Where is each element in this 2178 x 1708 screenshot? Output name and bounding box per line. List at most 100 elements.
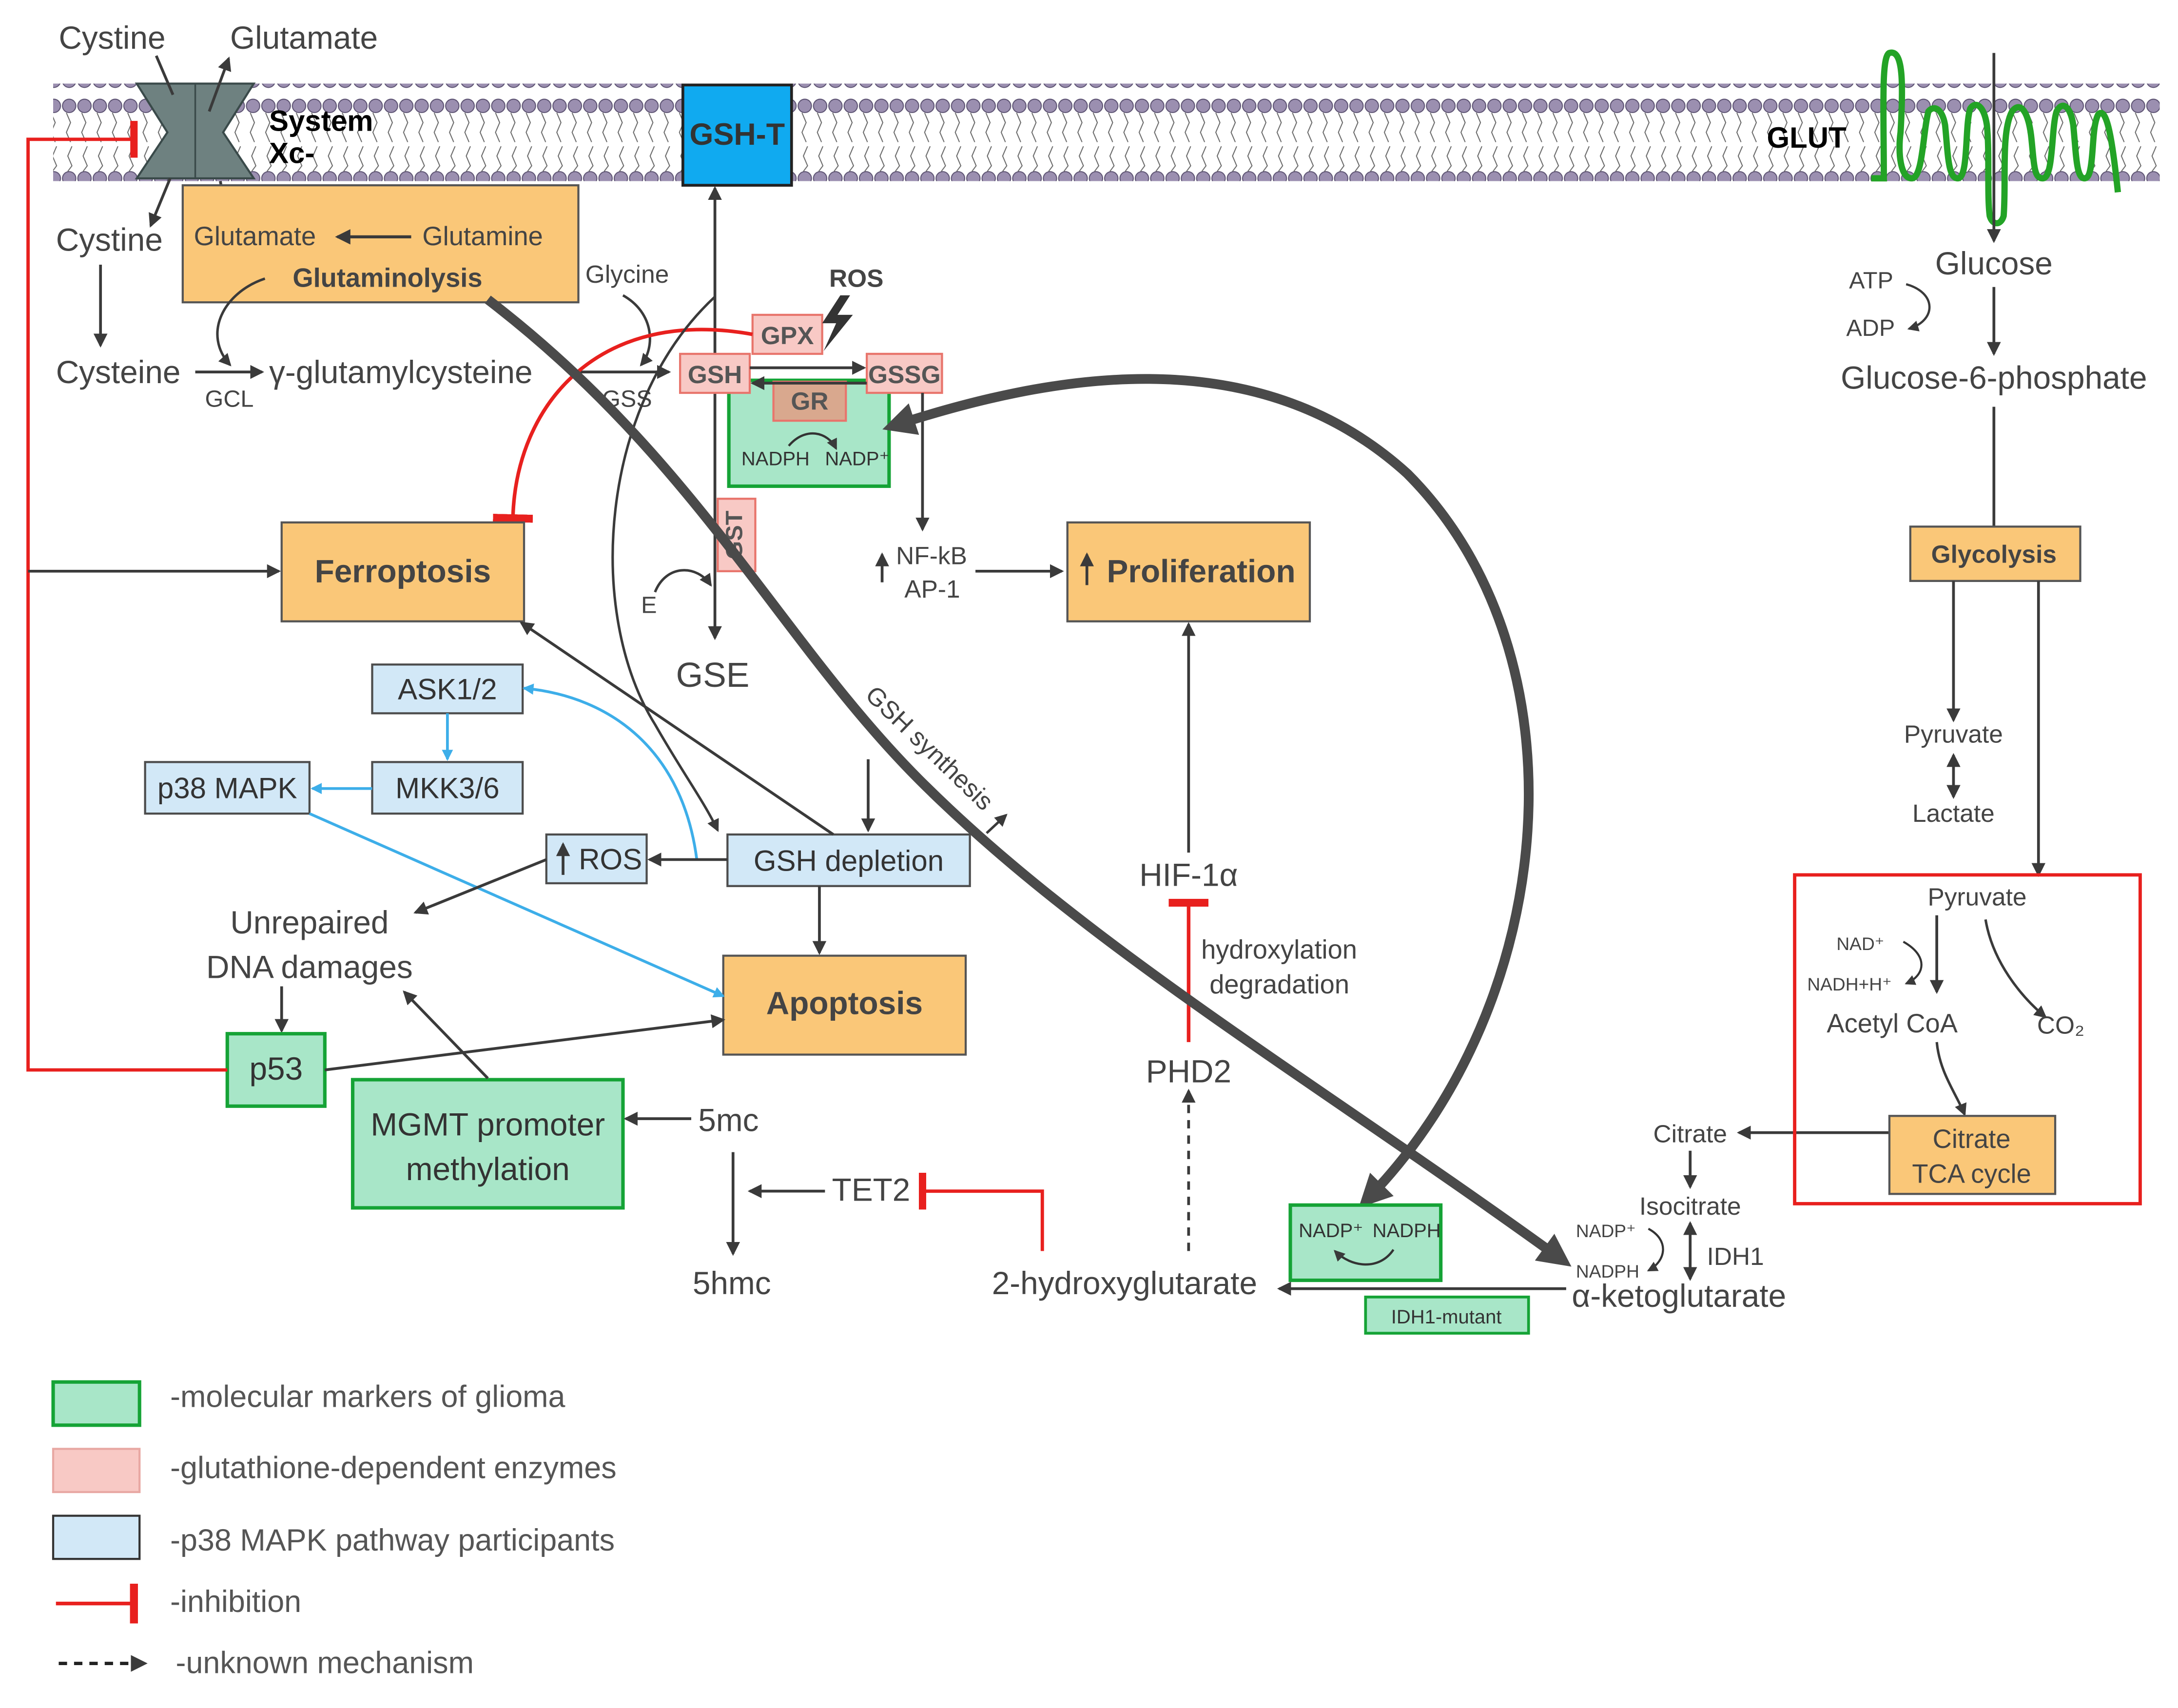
mutant-nadp-label: NADP⁺	[1299, 1220, 1363, 1242]
p38-mapk-label: p38 MAPK	[157, 772, 297, 805]
legend-p38-label: -p38 MAPK pathway participants	[170, 1523, 615, 1557]
atp-adp-arrow	[1906, 283, 1931, 331]
pyruvate-mito-label: Pyruvate	[1928, 883, 2027, 911]
gse-label: GSE	[676, 656, 750, 695]
p53-system-xc-inhibition	[26, 121, 228, 1072]
legend-enzymes-label: -glutathione-dependent enzymes	[170, 1451, 617, 1485]
idh1-mutant-box	[1364, 1296, 1530, 1335]
cystine-in-arrow	[149, 177, 172, 228]
nadph-recycling-big-arrow	[882, 374, 1534, 1208]
legend-unknown-label: -unknown mechanism	[176, 1646, 474, 1680]
cystine-extracellular: Cystine	[58, 19, 165, 56]
dna-damages-label: DNA damages	[206, 949, 413, 985]
ros-to-ask-arrow	[522, 683, 699, 860]
glutamate-label: Glutamate	[194, 221, 316, 251]
system-xc-label: System	[269, 105, 373, 137]
legend-p38-swatch	[52, 1514, 141, 1560]
citrate-tca-box	[1888, 1115, 2057, 1195]
p38-to-apoptosis-arrow	[309, 812, 725, 998]
mkk-label: MKK3/6	[395, 772, 499, 805]
pyruvate-cytosol-label: Pyruvate	[1904, 719, 2003, 748]
gsh-t-transporter	[681, 83, 793, 187]
gamma-glutamylcysteine-label: γ-glutamylcysteine	[269, 354, 533, 390]
tca-cycle-label: TCA cycle	[1912, 1159, 2031, 1189]
mitochondria-box	[1793, 873, 2142, 1205]
gsh-t-label: GSH-T	[690, 117, 785, 152]
lactate-label: Lactate	[1912, 799, 1995, 827]
pyruvate-to-co2-arrow	[1984, 919, 2047, 1018]
akg-label: α-ketoglutarate	[1572, 1278, 1786, 1314]
glycine-label: Glycine	[585, 260, 669, 288]
depletion-to-ferroptosis-arrow	[519, 621, 835, 836]
p53-to-apoptosis-arrow	[324, 1014, 726, 1071]
legend: -molecular markers of glioma -glutathion…	[51, 1380, 617, 1680]
system-xc-transporter	[135, 82, 256, 179]
idh1-nadph-label: NADPH	[1576, 1261, 1639, 1281]
ferroptosis-box	[280, 521, 525, 622]
hif1a-label: HIF-1α	[1139, 857, 1238, 893]
hydroxylation-label: hydroxylation	[1201, 934, 1357, 964]
apoptosis-label: Apoptosis	[766, 985, 923, 1021]
glutaminolysis-label: Glutaminolysis	[292, 263, 482, 293]
cell-membrane	[53, 83, 2160, 181]
legend-enzyme-swatch	[52, 1448, 141, 1494]
mgmt-box	[350, 1078, 625, 1210]
phd2-label: PHD2	[1146, 1053, 1231, 1089]
g6p-label: Glucose-6-phosphate	[1841, 359, 2147, 395]
idh1-label: IDH1	[1707, 1242, 1764, 1270]
isocitrate-label: Isocitrate	[1639, 1192, 1741, 1220]
2hg-tet2-inhibition	[918, 1172, 1044, 1251]
ap1-label: AP-1	[904, 575, 960, 603]
acetyl-coa-label: Acetyl CoA	[1827, 1009, 1958, 1038]
gpx-box	[751, 313, 823, 355]
proliferation-label: Proliferation	[1107, 553, 1296, 589]
electrophile-arrow	[654, 569, 712, 593]
glycolysis-box	[1909, 525, 2081, 582]
glycine-feed-arrow	[622, 294, 653, 367]
mgmt-to-dna-arrow	[403, 990, 489, 1080]
legend-marker-swatch	[51, 1380, 141, 1427]
legend-markers-label: -molecular markers of glioma	[170, 1380, 565, 1414]
glut-label: GLUT	[1767, 121, 1846, 154]
cysteine-label: Cysteine	[56, 354, 181, 390]
mutant-nadph-label: NADPH	[1373, 1220, 1441, 1242]
gsh-label: GSH	[688, 360, 742, 388]
nfkb-label: NF-kB	[896, 542, 967, 570]
atp-label: ATP	[1849, 268, 1893, 294]
nadh-label: NADH+H⁺	[1807, 974, 1891, 994]
akg-glutamate-big-arrow	[485, 295, 1572, 1267]
gr-label: GR	[791, 387, 828, 415]
glutamate-extracellular: Glutamate	[230, 19, 378, 56]
glutaminolysis-box	[181, 184, 580, 304]
glucose-label: Glucose	[1935, 245, 2053, 281]
2hg-label: 2-hydroxyglutarate	[992, 1265, 1257, 1301]
idh1-mutant-cofactor-box	[1288, 1203, 1443, 1282]
idh1-nadp-label: NADP⁺	[1576, 1221, 1636, 1241]
system-xc-label-2: Xc-	[269, 136, 314, 169]
citrate-label: Citrate	[1653, 1120, 1728, 1148]
gr-cofactor-arrow	[788, 432, 837, 450]
unrepaired-label: Unrepaired	[230, 904, 389, 940]
co2-label: CO₂	[2037, 1011, 2084, 1039]
p38-mapk-box	[144, 761, 311, 815]
gssg-label: GSSG	[868, 360, 941, 388]
gcl-label: GCL	[205, 386, 254, 412]
mkk-box	[371, 761, 524, 815]
glutamate-export-arrow	[208, 57, 232, 112]
mgmt-label: MGMT promoter	[370, 1106, 605, 1142]
mutant-cofactor-arrow	[1334, 1249, 1395, 1266]
cystine-intracellular: Cystine	[56, 221, 163, 257]
ask-label: ASK1/2	[398, 673, 497, 706]
gsh-box	[679, 352, 751, 394]
glycolysis-label: Glycolysis	[1931, 540, 2057, 568]
ask-box	[371, 663, 524, 715]
cystine-import-arrow	[155, 55, 175, 96]
5hmc-label: 5hmc	[693, 1265, 771, 1301]
gsh-synthesis-down-icon	[986, 814, 1008, 835]
idh1-mutant-label: IDH1-mutant	[1391, 1306, 1502, 1328]
ros-label: ROS	[579, 843, 642, 875]
acetylcoa-to-tca-arrow	[1935, 1042, 1967, 1117]
legend-inhibition-label: -inhibition	[170, 1585, 301, 1619]
glutamine-label: Glutamine	[422, 221, 543, 251]
